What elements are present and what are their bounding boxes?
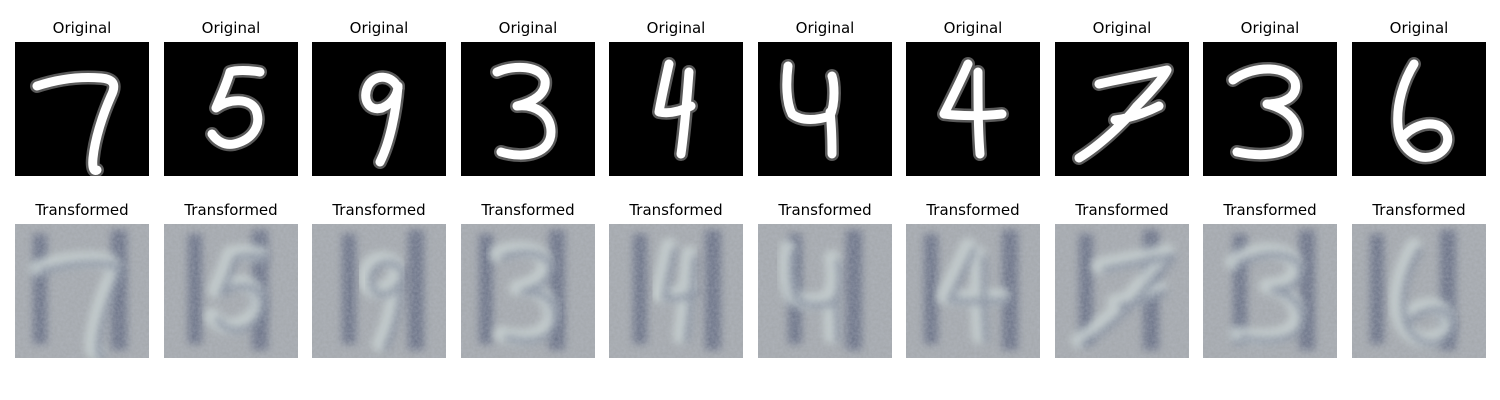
original-title: Original: [646, 19, 706, 37]
original-digit-image: [15, 42, 149, 176]
transformed-title: Transformed: [629, 201, 723, 219]
original-title: Original: [795, 19, 855, 37]
original-title: Original: [349, 19, 409, 37]
original-digit-image: [164, 42, 298, 176]
digit-4-stroke: [939, 59, 1007, 159]
transformed-svhn-style-image: [15, 224, 149, 358]
original-title: Original: [201, 19, 261, 37]
transformed-title: Transformed: [1075, 201, 1169, 219]
digit-4-stroke: [654, 59, 696, 159]
transformed-svhn-style-image: [1055, 224, 1189, 358]
transformed-svhn-style-image: [164, 224, 298, 358]
original-title: Original: [1389, 19, 1449, 37]
transformed-svhn-style-image: [609, 224, 743, 358]
digit-6-stroke: [1393, 59, 1453, 162]
transformed-title: Transformed: [35, 201, 129, 219]
digit-4-stroke: [782, 61, 839, 159]
original-digit-image: [906, 42, 1040, 176]
transformed-svhn-style-image: [1352, 224, 1486, 358]
digit-7-stroke: [1074, 65, 1172, 163]
transformed-title: Transformed: [1223, 201, 1317, 219]
original-title: Original: [498, 19, 558, 37]
digit-3-stroke: [492, 62, 556, 160]
transformed-title: Transformed: [778, 201, 872, 219]
original-digit-image: [1203, 42, 1337, 176]
digit-7-stroke: [32, 73, 119, 175]
transformed-title: Transformed: [926, 201, 1020, 219]
transformed-title: Transformed: [1372, 201, 1466, 219]
original-digit-image: [1055, 42, 1189, 176]
original-digit-image: [312, 42, 446, 176]
transformed-svhn-style-image: [906, 224, 1040, 358]
transformed-svhn-style-image: [1203, 224, 1337, 358]
original-title: Original: [943, 19, 1003, 37]
transformed-title: Transformed: [481, 201, 575, 219]
original-digit-image: [758, 42, 892, 176]
original-title: Original: [1092, 19, 1152, 37]
original-digit-image: [1352, 42, 1486, 176]
transformed-title: Transformed: [184, 201, 278, 219]
original-title: Original: [1240, 19, 1300, 37]
digit-9-stroke: [361, 72, 403, 167]
digit-3-stroke: [1228, 64, 1302, 160]
original-digit-image: [609, 42, 743, 176]
original-digit-image: [461, 42, 595, 176]
transformed-title: Transformed: [332, 201, 426, 219]
transformed-svhn-style-image: [312, 224, 446, 358]
transformed-svhn-style-image: [461, 224, 595, 358]
original-title: Original: [52, 19, 112, 37]
digit-5-stroke: [207, 66, 265, 149]
transformed-svhn-style-image: [758, 224, 892, 358]
